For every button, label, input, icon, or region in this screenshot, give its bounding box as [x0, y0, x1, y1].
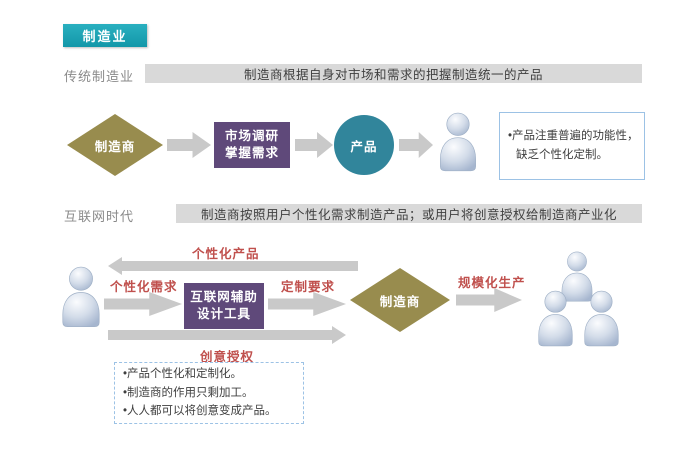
user-person-icon	[58, 266, 104, 330]
note-line: •产品个性化和定制化。	[123, 367, 243, 380]
design-tool-box: 互联网辅助 设计工具	[184, 283, 264, 329]
internet-banner: 制造商按照用户个性化需求制造产品；或用户将创意授权给制造商产业化	[176, 204, 642, 223]
arrow-right-icon	[268, 292, 346, 316]
traditional-note-box: •产品注重普遍的功能性， 缺乏个性化定制。	[499, 112, 645, 180]
arrow-right-icon	[104, 292, 182, 316]
section-label-traditional: 传统制造业	[64, 69, 135, 84]
section-label-internet: 互联网时代	[64, 209, 135, 224]
arrow-stem	[108, 330, 332, 340]
arrow-right-icon	[167, 132, 211, 158]
arrow-right-icon	[399, 132, 433, 158]
traditional-banner: 制造商根据自身对市场和需求的把握制造统一的产品	[145, 64, 642, 83]
internet-manufacturer-diamond: 制造商	[350, 268, 450, 332]
note-line: •人人都可以将创意变成产品。	[123, 405, 277, 418]
market-research-box: 市场调研 掌握需求	[214, 122, 290, 168]
design-tool-line2: 设计工具	[196, 307, 251, 321]
market-research-line2: 掌握需求	[224, 146, 279, 160]
note-line: •制造商的作用只剩加工。	[123, 386, 254, 399]
arrow-head	[108, 257, 122, 275]
consumer-person-icon	[436, 112, 480, 174]
personalized-demand-label: 个性化需求	[110, 280, 178, 294]
group-person-icon	[580, 290, 623, 349]
internet-note-box: •产品个性化和定制化。 •制造商的作用只剩加工。 •人人都可以将创意变成产品。	[114, 362, 304, 424]
arrow-right-icon	[456, 288, 522, 312]
custom-requirement-label: 定制要求	[281, 280, 336, 294]
traditional-manufacturer-diamond: 制造商	[67, 114, 163, 176]
design-tool-line1: 互联网辅助	[190, 290, 258, 305]
arrow-right-icon	[108, 326, 346, 344]
page-title: 制造业	[63, 24, 147, 47]
product-circle: 产品	[334, 115, 394, 175]
note-line: •产品注重普遍的功能性，	[508, 130, 639, 143]
personalized-product-label: 个性化产品	[192, 247, 260, 261]
market-research-line1: 市场调研	[224, 129, 279, 144]
note-line: 缺乏个性化定制。	[516, 149, 608, 161]
arrow-left-icon	[108, 257, 358, 275]
group-person-icon	[534, 290, 577, 349]
arrow-head	[332, 326, 346, 344]
group-person-icon	[558, 251, 596, 304]
idea-licensing-label: 创意授权	[200, 350, 255, 364]
arrow-right-icon	[295, 132, 333, 158]
scale-production-label: 规模化生产	[458, 276, 526, 290]
arrow-stem	[122, 261, 358, 271]
